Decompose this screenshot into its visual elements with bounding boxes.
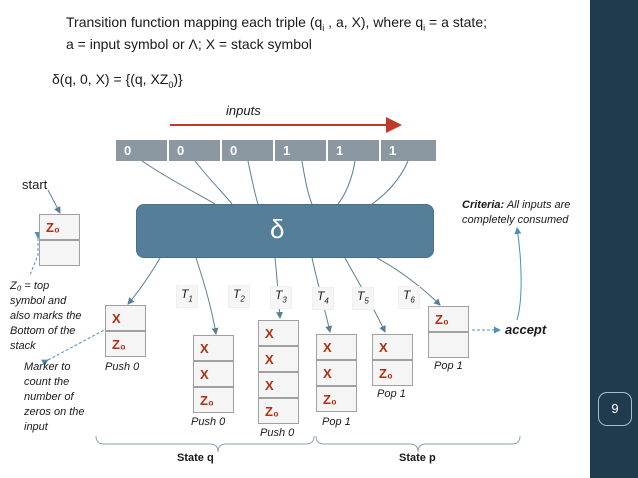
state-p-label: State p — [399, 452, 436, 464]
heading-line-1: Transition function mapping each triple … — [66, 14, 487, 33]
tape-connector — [194, 160, 233, 205]
transition-formula: δ(q, 0, X) = {(q, XZ0)} — [52, 71, 183, 90]
stack-1-op: Push 0 — [105, 361, 140, 373]
stack-4-cell: Z₀ — [316, 386, 357, 412]
state-p-brace — [315, 435, 521, 453]
state-q-brace — [95, 435, 315, 453]
transition-label-t6: T6 — [398, 286, 420, 310]
stack-5-cell: Z₀ — [372, 360, 413, 386]
tape-cell: 0 — [169, 140, 220, 161]
stack-6-cell: Z₀ — [428, 306, 469, 332]
tape-cell: 1 — [381, 140, 436, 161]
stack-3-cell: X — [258, 346, 299, 372]
marker-note-pointer — [41, 327, 109, 366]
page-number: 9 — [598, 392, 632, 426]
tape-cell: 0 — [222, 140, 273, 161]
tape-connector — [141, 160, 216, 205]
stack-1-cell: X — [105, 305, 146, 331]
tape-connector — [337, 160, 356, 205]
tape-cell: 0 — [116, 140, 167, 161]
tape-connector — [247, 160, 259, 205]
z0-note-pointer — [29, 232, 42, 276]
tape-connector — [301, 160, 313, 205]
stack-1-cell: Z₀ — [105, 331, 146, 357]
inputs-label: inputs — [226, 103, 261, 118]
heading-line-2: a = input symbol or Λ; X = stack symbol — [66, 36, 312, 52]
tape-cell: 1 — [328, 140, 379, 161]
delta-to-stack-3 — [274, 257, 283, 319]
delta-function-box — [136, 204, 434, 258]
transition-label-t5: T5 — [352, 287, 374, 311]
stack-6-cell — [428, 332, 469, 358]
stack-2-op: Push 0 — [191, 416, 226, 428]
tape-connector — [371, 160, 409, 205]
stack-2-cell: X — [193, 361, 234, 387]
stack-6-op: Pop 1 — [434, 360, 463, 372]
stack-3-cell: X — [258, 320, 299, 346]
stack-3-cell: X — [258, 372, 299, 398]
delta-to-stack-6 — [376, 257, 441, 306]
stack-2-cell: Z₀ — [193, 387, 234, 413]
stack-5-cell: X — [372, 334, 413, 360]
transition-label-t2: T2 — [228, 285, 250, 309]
start-stack-cell: Z₀ — [39, 214, 80, 240]
start-label: start — [22, 177, 48, 192]
tape-cell: 1 — [275, 140, 326, 161]
transition-label-t4: T4 — [312, 287, 334, 311]
start-arrow — [47, 189, 61, 214]
delta-to-stack-1 — [127, 257, 161, 305]
transition-label-t1: T1 — [176, 285, 198, 309]
stack-4-cell: X — [316, 334, 357, 360]
accept-label: accept — [505, 322, 547, 337]
stack-4-cell: X — [316, 360, 357, 386]
state-q-label: State q — [177, 452, 214, 464]
transition-label-t3: T3 — [270, 286, 292, 310]
stack-5-op: Pop 1 — [377, 388, 406, 400]
stack-4-op: Pop 1 — [322, 416, 351, 428]
stack-3-op: Push 0 — [260, 427, 295, 439]
stack-2-cell: X — [193, 335, 234, 361]
criteria-arrow — [514, 227, 522, 321]
delta-to-stack-2 — [195, 257, 219, 335]
stack-3-cell: Z₀ — [258, 398, 299, 424]
start-stack-cell — [39, 240, 80, 266]
delta-symbol: δ — [270, 214, 285, 244]
